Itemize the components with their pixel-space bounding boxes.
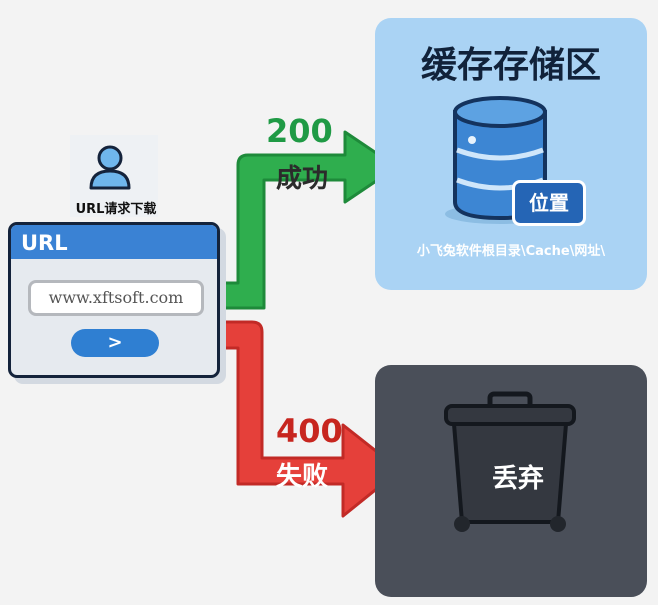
url-input[interactable]: www.xftsoft.com [28, 280, 204, 316]
url-window: URL www.xftsoft.com > [8, 222, 220, 378]
user-label: URL请求下载 [75, 202, 157, 217]
failure-label: 失败 [276, 462, 329, 492]
success-label: 成功 [276, 164, 329, 194]
failure-arrow [212, 320, 402, 518]
success-arrow [212, 130, 399, 310]
cache-path: 小飞兔软件根目录\Cache\网址\ [416, 244, 606, 259]
go-button[interactable]: > [71, 329, 159, 357]
url-window-title: URL [11, 225, 217, 259]
user-icon [89, 145, 131, 190]
location-badge: 位置 [512, 180, 586, 226]
failure-code: 400 [276, 412, 343, 450]
success-code: 200 [266, 112, 333, 150]
cache-title: 缓存存储区 [420, 45, 601, 86]
discard-label: 丢弃 [491, 464, 544, 494]
trash-bin-icon [444, 391, 576, 532]
